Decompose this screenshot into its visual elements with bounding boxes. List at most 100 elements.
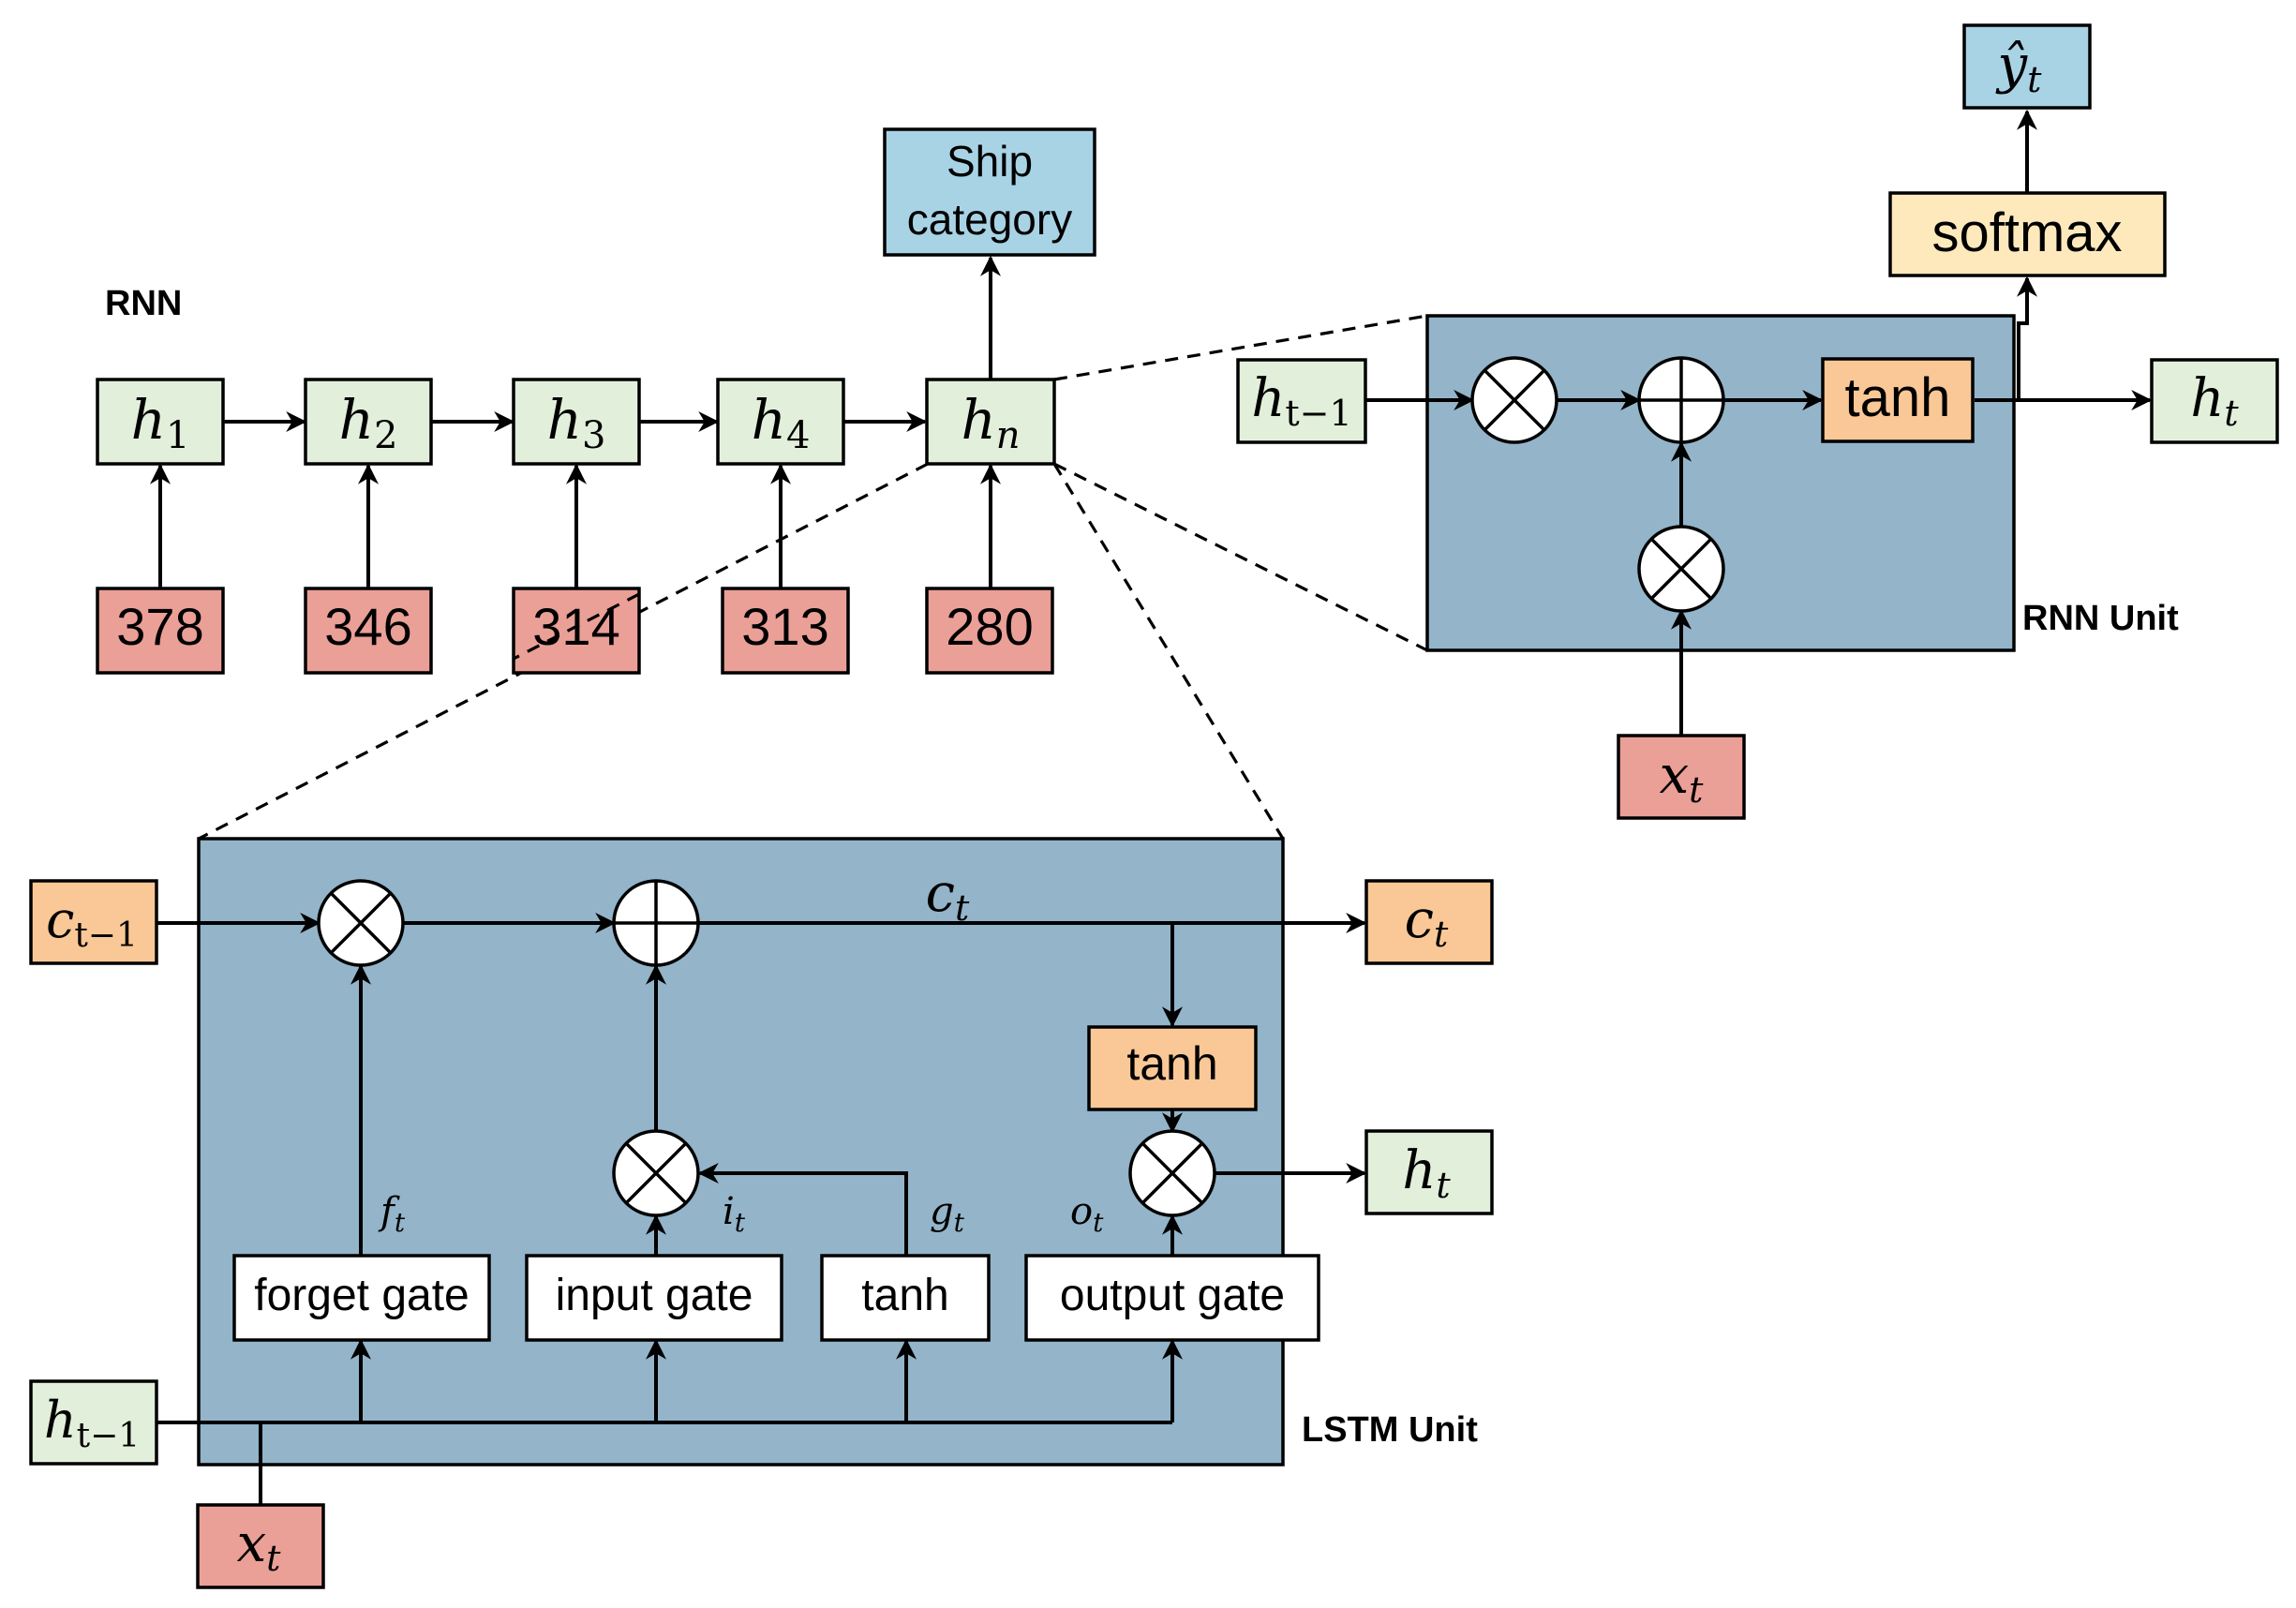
lstm-c-prev-box: ct−1	[29, 879, 158, 965]
svg-text:ht: ht	[2190, 368, 2239, 434]
svg-text:h2: h2	[339, 388, 398, 457]
c-out-base: c	[1405, 889, 1434, 950]
hidden-state-sub: 1	[166, 414, 189, 457]
add-op-icon	[612, 879, 700, 967]
svg-text:gt: gt	[930, 1190, 965, 1238]
svg-text:ct: ct	[1405, 889, 1449, 955]
y-hat-sub: t	[2027, 59, 2042, 100]
input-value-box: 314	[512, 587, 641, 675]
lstm-tanh-label: tanh	[1126, 1037, 1217, 1090]
rnn-label: RNN	[105, 284, 182, 323]
svg-text:it: it	[723, 1190, 746, 1238]
signal-sub: t	[954, 1207, 965, 1238]
tanh-gate-box: tanh	[820, 1254, 991, 1342]
svg-text:ŷt: ŷt	[1995, 35, 2043, 100]
ship-category-line1: Ship	[947, 137, 1033, 186]
svg-text:h4: h4	[752, 388, 811, 457]
forget-gate-label: forget gate	[254, 1271, 470, 1320]
hidden-state-sub: 3	[582, 414, 605, 457]
signal-base: g	[930, 1190, 954, 1233]
lstm-x-in-box: xt	[196, 1503, 325, 1589]
zoom-line	[513, 592, 640, 661]
lstm-unit-label: LSTM Unit	[1302, 1410, 1478, 1450]
h-prev-sub: t−1	[1285, 393, 1351, 434]
svg-text:h1: h1	[131, 388, 190, 457]
rnn-unit-arrow	[2017, 275, 2037, 400]
lstm-tanh-box: tanh	[1087, 1025, 1258, 1111]
svg-text:ht−1: ht−1	[1251, 368, 1351, 434]
signal-sub: t	[395, 1207, 406, 1238]
input-value-box: 346	[304, 587, 433, 675]
rnn-unit-label: RNN Unit	[2022, 599, 2179, 638]
ship-category-line2: category	[907, 195, 1072, 244]
svg-text:ht−1: ht−1	[44, 1391, 140, 1455]
hidden-state-sub: 4	[786, 414, 810, 457]
hidden-state-sub: 2	[374, 414, 397, 457]
hidden-state-h1: h1	[96, 378, 225, 466]
signal-sub: t	[735, 1207, 746, 1238]
forget-gate-box: forget gate	[232, 1254, 491, 1342]
x-in-base: x	[237, 1513, 267, 1574]
signal-base: i	[723, 1190, 735, 1233]
y-hat-box: ŷt	[1962, 23, 2092, 110]
x-in-sub: t	[266, 1538, 281, 1579]
hidden-state-h4: h4	[716, 378, 845, 466]
input-value: 346	[324, 597, 411, 656]
hidden-state-base: h	[547, 388, 582, 452]
multiply-op-icon	[612, 1129, 700, 1217]
y-hat-base: ŷ	[1995, 35, 2029, 96]
multiply-op-icon	[317, 879, 405, 967]
x-in-base: x	[1660, 745, 1690, 806]
c-prev-sub: t−1	[74, 916, 138, 955]
h-out-sub: t	[2224, 393, 2239, 434]
rnn-h-prev-box: ht−1	[1236, 358, 1367, 444]
c-line-base: c	[926, 863, 955, 924]
svg-text:h3: h3	[547, 388, 606, 457]
svg-text:ct−1: ct−1	[46, 890, 138, 955]
zoom-line	[1052, 463, 1285, 840]
hidden-state-sub: n	[996, 414, 1021, 457]
input-value: 280	[946, 597, 1033, 656]
rnn-h-out-box: ht	[2150, 358, 2279, 444]
softmax-label: softmax	[1931, 202, 2122, 263]
hidden-state-base: h	[752, 388, 786, 452]
rnn-x-in-box: xt	[1617, 734, 1746, 820]
softmax-box: softmax	[1888, 191, 2167, 277]
hidden-state-base: h	[961, 388, 995, 452]
zoom-line	[1053, 314, 1428, 381]
hidden-state-hn: hn	[925, 378, 1056, 466]
output-gate-box: output gate	[1024, 1254, 1320, 1342]
input-value: 313	[741, 597, 828, 656]
h-prev-base: h	[44, 1391, 77, 1450]
input-gate-box: input gate	[525, 1254, 783, 1342]
lstm-h-out-box: ht	[1364, 1129, 1494, 1215]
h-prev-base: h	[1251, 368, 1285, 429]
signal-base: o	[1070, 1190, 1093, 1233]
add-op-icon	[1637, 356, 1725, 444]
lstm-h-prev-box: ht−1	[29, 1379, 158, 1466]
c-line-sub: t	[955, 887, 970, 929]
svg-text:ot: ot	[1070, 1190, 1104, 1238]
x-in-sub: t	[1689, 769, 1704, 811]
ship-category-box: Ship category	[883, 127, 1096, 257]
hidden-state-h2: h2	[304, 378, 433, 466]
input-value: 378	[116, 597, 203, 656]
input-value-box: 313	[721, 587, 850, 675]
lstm-c-out-box: ct	[1364, 879, 1494, 965]
input-gate-label: input gate	[556, 1271, 753, 1320]
signal-sub: t	[1093, 1207, 1104, 1238]
hidden-state-h3: h3	[512, 378, 641, 466]
tanh-gate-label: tanh	[861, 1271, 948, 1320]
svg-text:ht: ht	[1402, 1140, 1451, 1206]
hidden-state-base: h	[131, 388, 166, 452]
svg-text:xt: xt	[237, 1513, 282, 1579]
svg-text:xt: xt	[1660, 745, 1705, 811]
lstm-arrow	[697, 1163, 908, 1256]
rnn-tanh-label: tanh	[1845, 367, 1951, 428]
c-out-sub: t	[1434, 914, 1449, 955]
zoom-line	[1053, 462, 1428, 652]
h-out-base: h	[1402, 1140, 1436, 1201]
multiply-op-icon	[1128, 1129, 1216, 1217]
input-value-box: 280	[925, 587, 1054, 675]
